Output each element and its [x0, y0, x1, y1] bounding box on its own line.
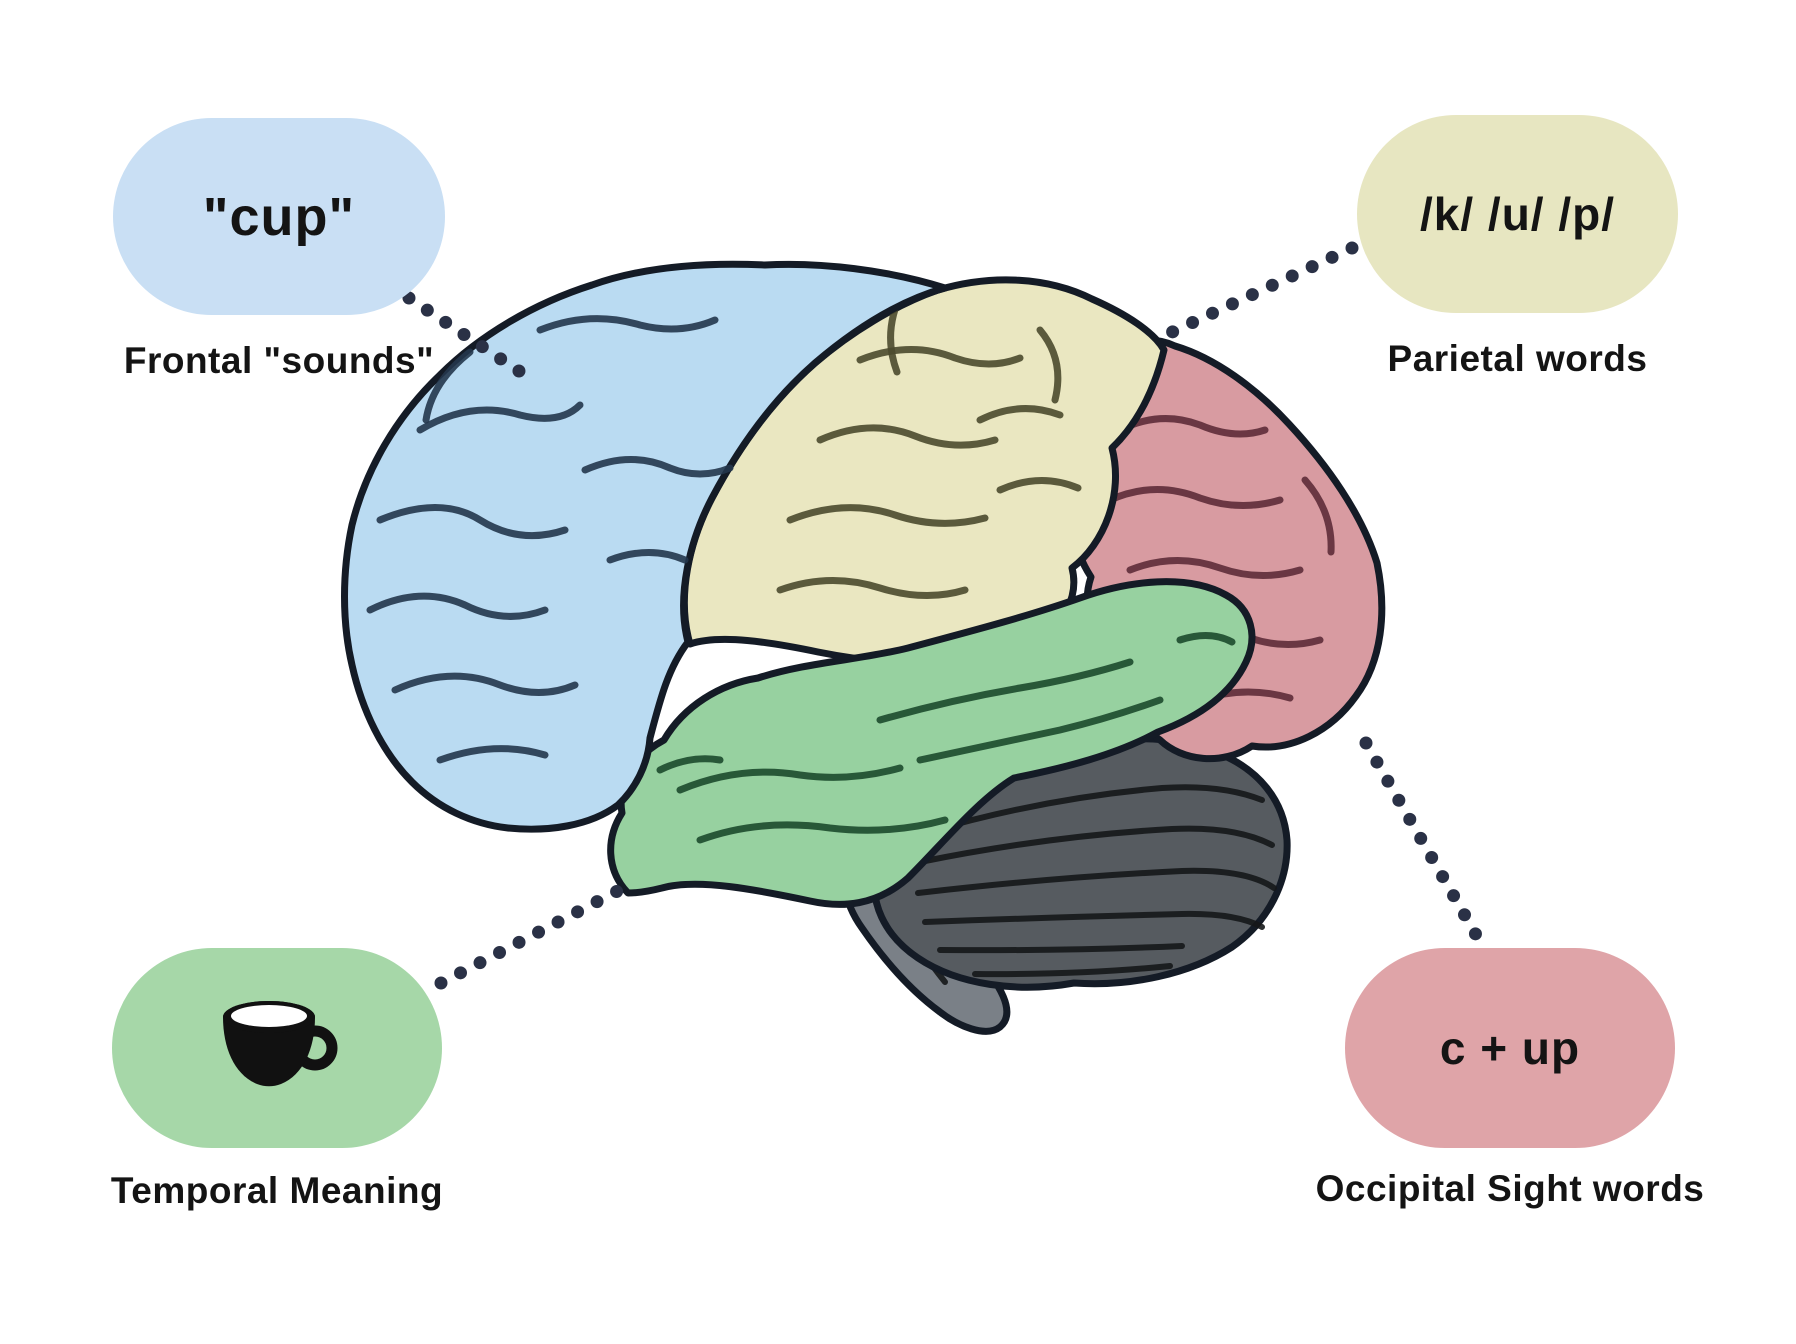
frontal-label: Frontal "sounds" [123, 340, 435, 381]
connector-frontal-line [402, 291, 544, 390]
occipital-label: Occipital Sight words [1315, 1168, 1705, 1209]
occipital-bubble-text: c + up [1439, 1022, 1581, 1074]
temporal-bubble [112, 948, 442, 1148]
parietal-bubble: /k/ /u/ /p/ [1357, 115, 1678, 313]
occipital-bubble: c + up [1345, 948, 1675, 1148]
frontal-bubble-text: "cup" [202, 186, 356, 247]
temporal-gyri [656, 632, 1236, 844]
parietal-label: Parietal words [1387, 338, 1648, 379]
connector-parietal-line [1161, 241, 1359, 341]
coffee-cup-icon [223, 1001, 338, 1087]
cerebellum-striations [915, 784, 1277, 978]
frontal-gyri [366, 315, 734, 764]
temporal-label: Temporal Meaning [110, 1170, 444, 1211]
connector-occipital-line [1359, 736, 1490, 954]
region-frontal [341, 260, 949, 833]
parietal-bubble-text: /k/ /u/ /p/ [1419, 188, 1616, 240]
frontal-bubble: "cup" [113, 118, 445, 315]
connector-temporal-line [434, 878, 636, 990]
